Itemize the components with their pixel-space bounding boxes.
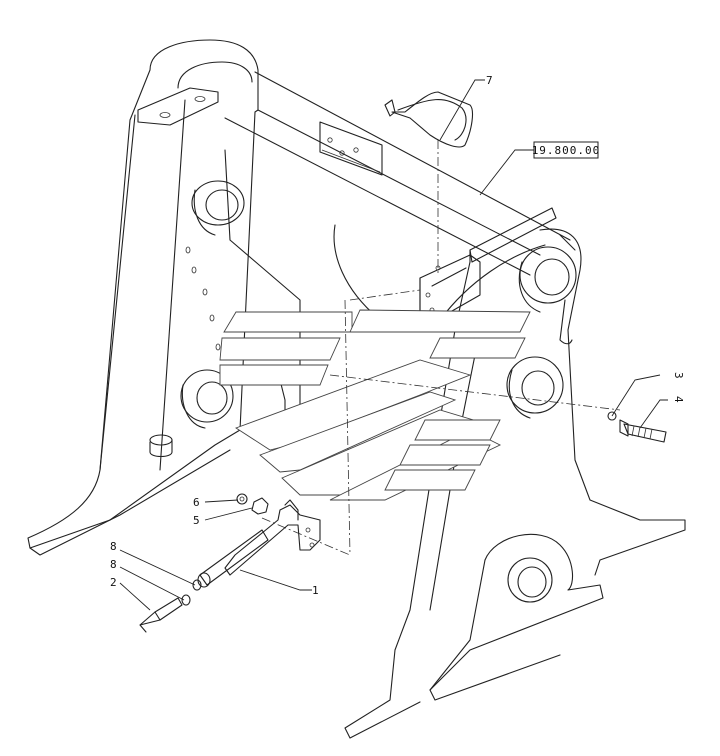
lever-pin-parts [139, 493, 321, 633]
bolt-washer-parts [607, 411, 667, 443]
reference-box: 19.800.00 [532, 141, 601, 159]
callout-3: 3 [672, 372, 685, 379]
callout-1: 1 [312, 584, 319, 597]
callouts: 7 1 6 5 8 8 2 3 4 [110, 74, 685, 597]
alignment-lines [261, 140, 621, 556]
callout-8-lower: 8 [110, 558, 117, 571]
leader-lines [119, 79, 668, 611]
callout-8-upper: 8 [110, 540, 117, 553]
striped-emblem [219, 309, 531, 501]
callout-2: 2 [110, 576, 117, 589]
wire-clip-part [384, 91, 474, 148]
callout-4: 4 [672, 396, 685, 403]
callout-5: 5 [193, 514, 200, 527]
reference-number: 19.800.00 [532, 144, 601, 157]
callout-7: 7 [486, 74, 493, 87]
callout-6: 6 [193, 496, 200, 509]
